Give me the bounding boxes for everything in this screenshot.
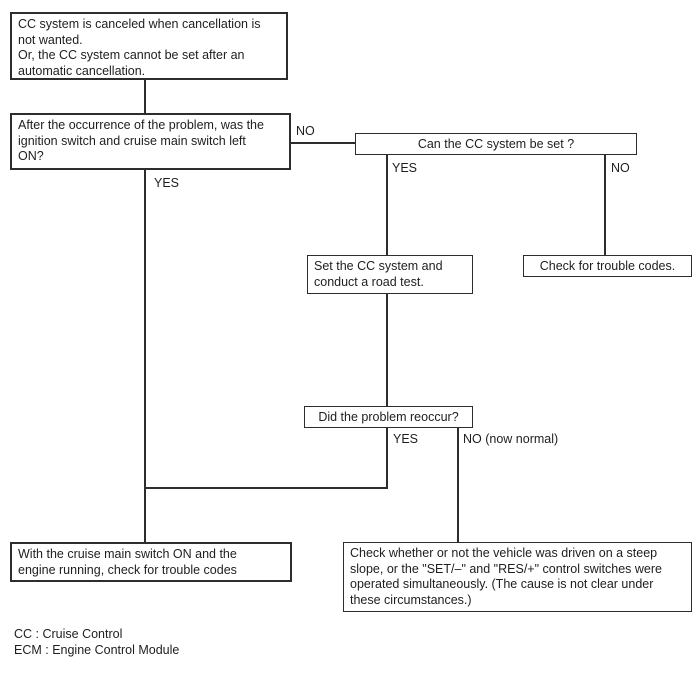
- connector-ignition-no-horizontal: [291, 142, 356, 144]
- legend-cc-definition: CC : Cruise Control: [14, 627, 123, 641]
- connector-reoccur-yes-horizontal: [144, 487, 388, 489]
- branch-label-reoccur-yes: YES: [393, 432, 419, 446]
- branch-label-canset-yes: YES: [392, 161, 418, 175]
- flow-box-question-can-set: Can the CC system be set ?: [355, 133, 637, 155]
- connector-canset-yes-vertical: [386, 155, 388, 255]
- branch-label-ignition-no: NO: [296, 124, 315, 138]
- connector-roadtest-to-reoccur: [386, 294, 388, 406]
- flow-box-question-ignition-switch: After the occurrence of the problem, was…: [10, 113, 291, 170]
- branch-label-canset-no: NO: [611, 161, 630, 175]
- connector-reoccur-no-vertical: [457, 428, 459, 542]
- flow-box-question-reoccur: Did the problem reoccur?: [304, 406, 473, 428]
- branch-label-reoccur-no: NO (now normal): [463, 432, 559, 446]
- connector-ignition-yes-vertical: [144, 170, 146, 542]
- flow-box-symptom: CC system is canceled when cancellation …: [10, 12, 288, 80]
- flow-box-check-codes-engine-running: With the cruise main switch ON and the e…: [10, 542, 292, 582]
- flow-box-set-road-test: Set the CC system and conduct a road tes…: [307, 255, 473, 294]
- flow-box-check-steep-slope: Check whether or not the vehicle was dri…: [343, 542, 692, 612]
- branch-label-ignition-yes: YES: [154, 176, 180, 190]
- connector-symptom-to-ignition: [144, 80, 146, 113]
- legend-ecm-definition: ECM : Engine Control Module: [14, 643, 180, 657]
- connector-reoccur-yes-vertical: [386, 428, 388, 489]
- flow-box-check-trouble-codes: Check for trouble codes.: [523, 255, 692, 277]
- connector-canset-no-vertical: [604, 155, 606, 255]
